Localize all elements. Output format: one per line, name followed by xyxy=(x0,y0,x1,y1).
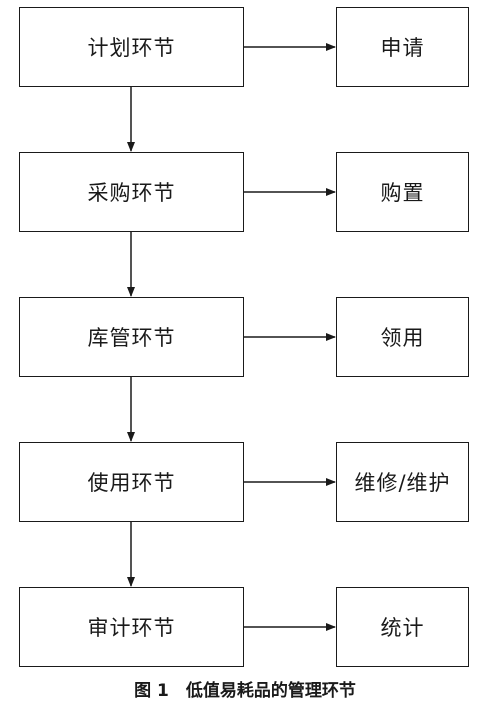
action-box-issue: 领用 xyxy=(336,297,469,377)
stage-label-storage: 库管环节 xyxy=(87,326,176,350)
action-label-statistics: 统计 xyxy=(380,616,425,640)
action-label-issue: 领用 xyxy=(380,326,425,350)
action-box-statistics: 统计 xyxy=(336,587,469,667)
action-box-apply: 申请 xyxy=(336,7,469,87)
stage-box-plan: 计划环节 xyxy=(19,7,244,87)
action-label-apply: 申请 xyxy=(380,36,425,60)
stage-label-audit: 审计环节 xyxy=(87,616,176,640)
action-box-acquire: 购置 xyxy=(336,152,469,232)
stage-box-audit: 审计环节 xyxy=(19,587,244,667)
stage-box-storage: 库管环节 xyxy=(19,297,244,377)
action-box-maintenance: 维修/维护 xyxy=(336,442,469,522)
figure-caption: 图 1 低值易耗品的管理环节 xyxy=(134,681,356,701)
action-label-acquire: 购置 xyxy=(380,181,425,205)
action-label-maintenance: 维修/维护 xyxy=(354,471,451,495)
stage-label-purchase: 采购环节 xyxy=(87,181,176,205)
stage-box-use: 使用环节 xyxy=(19,442,244,522)
stage-label-plan: 计划环节 xyxy=(87,36,176,60)
stage-label-use: 使用环节 xyxy=(87,471,176,495)
stage-box-purchase: 采购环节 xyxy=(19,152,244,232)
